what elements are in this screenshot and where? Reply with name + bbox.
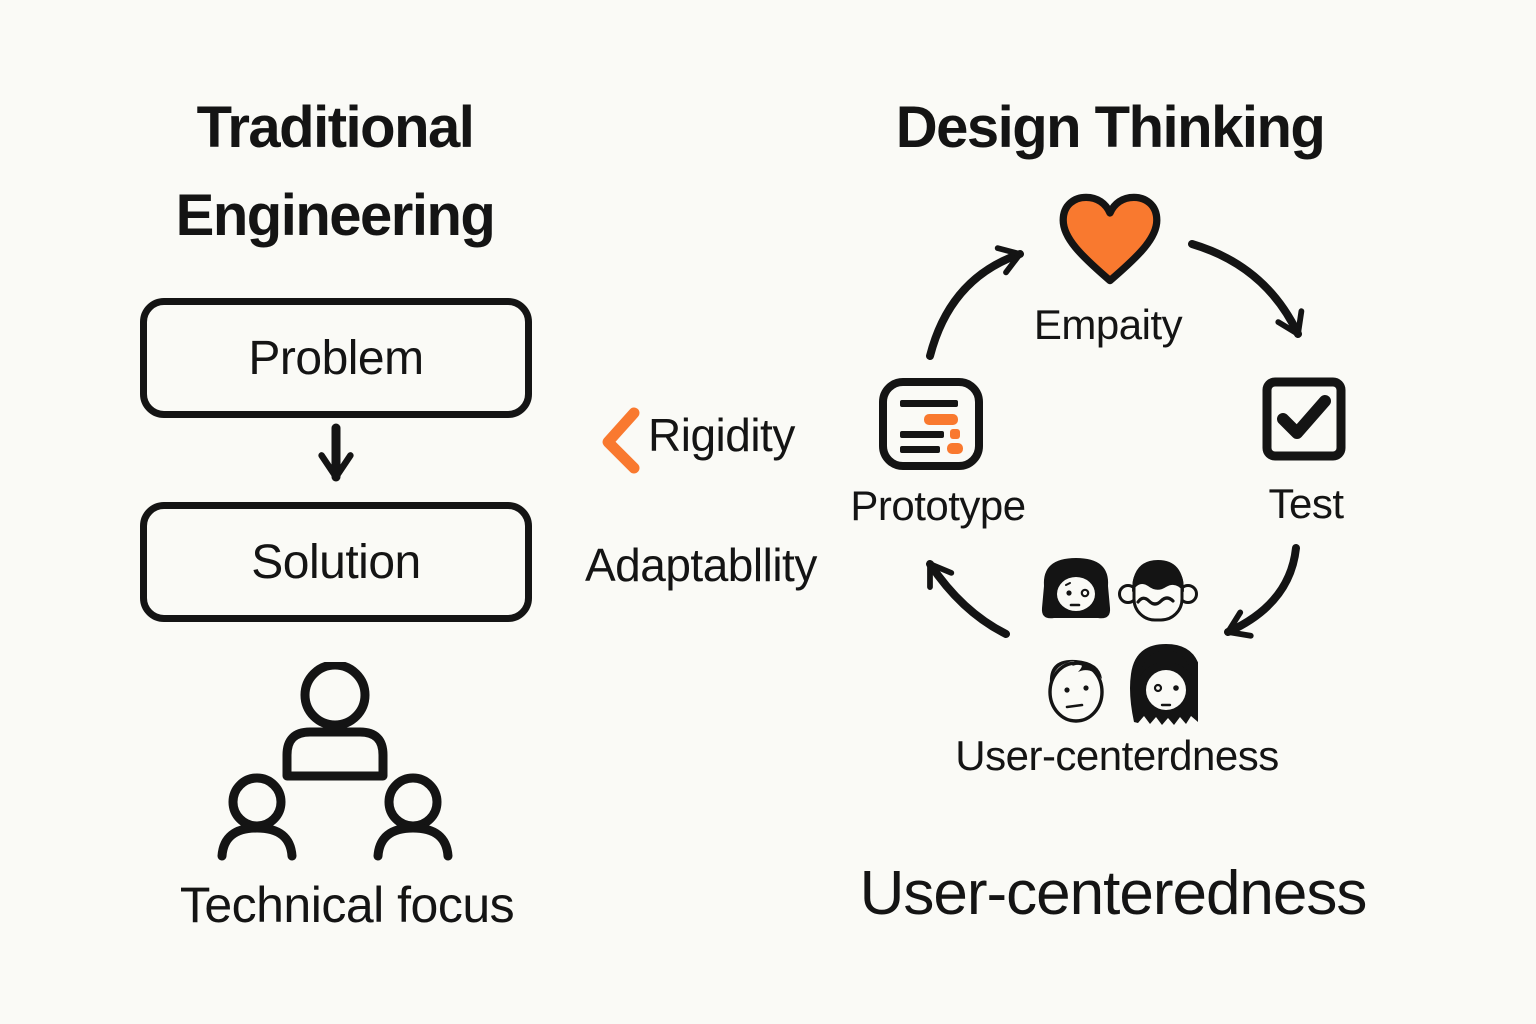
prototype-icon <box>878 377 984 471</box>
user-centerdness-label: User-centerdness <box>955 732 1279 779</box>
heart-icon <box>1058 193 1162 287</box>
design-thinking-title: Design Thinking <box>895 95 1326 160</box>
technical-focus-caption: Technical focus <box>179 877 515 933</box>
problem-label: Problem <box>248 331 424 385</box>
solution-node: Solution <box>140 502 532 622</box>
adaptability-label: Adaptabllity <box>585 539 817 591</box>
traditional-engineering-title: Traditional Engineering <box>175 95 496 249</box>
users-faces-icon <box>1038 552 1198 728</box>
problem-node: Problem <box>140 298 532 418</box>
team-icon <box>215 662 455 862</box>
prototype-label: Prototype <box>850 482 1026 529</box>
cycle-arrow-users-to-prototype-icon <box>926 560 1010 638</box>
rigidity-label: Rigidity <box>648 409 795 461</box>
test-label: Test <box>1268 480 1344 527</box>
solution-label: Solution <box>251 535 421 589</box>
rigidity-chevron-icon <box>596 406 642 474</box>
test-checkbox-icon <box>1262 376 1346 462</box>
user-centeredness-caption: User-centeredness <box>859 859 1368 928</box>
cycle-arrow-test-to-users-icon <box>1224 544 1300 639</box>
empathize-label: Empaity <box>1033 301 1183 348</box>
